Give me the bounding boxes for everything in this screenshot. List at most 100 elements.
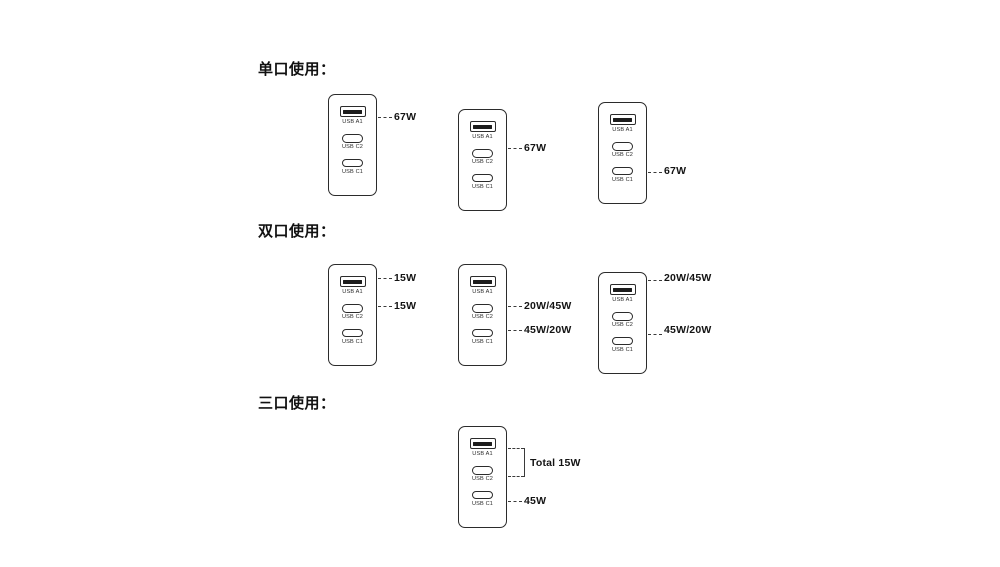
leader-line-dual-c2b: [508, 306, 522, 307]
bracket-arm-bottom: [508, 476, 524, 477]
port-label-c1: USB C1: [611, 176, 634, 183]
port-stack: USB A1 USB C2 USB C1: [459, 110, 506, 210]
usb-a-bar: [343, 109, 362, 114]
port-group-usb-a1: USB A1: [469, 276, 496, 295]
leader-line-single-a1: [378, 117, 392, 118]
port-group-usb-c1: USB C1: [341, 328, 364, 346]
wattage-label-dual-c2: 15W: [394, 300, 417, 312]
leader-line-dual-c2: [378, 306, 392, 307]
usb-a-bar: [343, 279, 362, 284]
usb-c-port-icon: [341, 134, 363, 143]
leader-line-dual-c1c: [648, 334, 662, 335]
wattage-label-dual-c1c: 45W/20W: [664, 324, 712, 336]
port-group-usb-c1: USB C1: [471, 328, 494, 346]
wattage-label-single-a1: 67W: [394, 111, 417, 123]
usb-a-bar: [473, 441, 492, 446]
bracket-arm-top: [508, 448, 524, 449]
port-stack: USB A1 USB C2 USB C1: [329, 265, 376, 365]
charger-device-single-c2: USB A1 USB C2 USB C1: [458, 109, 507, 211]
port-label-a1: USB A1: [612, 126, 633, 133]
port-group-usb-c1: USB C1: [341, 158, 364, 176]
usb-c-port-icon: [471, 149, 493, 158]
port-label-a1: USB A1: [472, 288, 493, 295]
usb-a-port-icon: [469, 121, 496, 132]
port-label-c2: USB C2: [341, 144, 364, 151]
port-stack: USB A1 USB C2 USB C1: [329, 95, 376, 195]
port-stack: USB A1 USB C2 USB C1: [459, 427, 506, 527]
port-group-usb-a1: USB A1: [609, 284, 636, 303]
port-label-c1: USB C1: [471, 338, 494, 345]
port-label-c2: USB C2: [611, 322, 634, 329]
port-group-usb-c1: USB C1: [611, 336, 634, 354]
wattage-label-dual-a1c: 20W/45W: [664, 272, 712, 284]
port-group-usb-a1: USB A1: [339, 276, 366, 295]
port-label-c1: USB C1: [341, 168, 364, 175]
charger-device-single-a1: USB A1 USB C2 USB C1: [328, 94, 377, 196]
usb-a-port-icon: [469, 276, 496, 287]
usb-c-port-icon: [611, 166, 633, 176]
port-label-a1: USB A1: [342, 118, 363, 125]
port-label-c2: USB C2: [611, 152, 634, 159]
port-label-c1: USB C1: [471, 500, 494, 507]
charger-device-single-c1: USB A1 USB C2 USB C1: [598, 102, 647, 204]
usb-c-port-icon: [611, 142, 633, 151]
usb-c-port-icon: [471, 328, 493, 338]
port-label-a1: USB A1: [342, 288, 363, 295]
port-group-usb-a1: USB A1: [339, 106, 366, 125]
leader-line-single-c2: [508, 148, 522, 149]
usb-a-port-icon: [609, 284, 636, 295]
usb-a-bar: [473, 279, 492, 284]
leader-line-triple-c1: [508, 501, 522, 502]
usb-c-port-icon: [611, 312, 633, 321]
leader-line-single-c1: [648, 172, 662, 173]
port-label-c2: USB C2: [471, 159, 494, 166]
port-group-usb-c2: USB C2: [472, 304, 493, 321]
port-group-usb-c1: USB C1: [471, 173, 494, 191]
usb-c-port-icon: [341, 328, 363, 338]
usb-a-bar: [613, 287, 632, 292]
port-label-c2: USB C2: [471, 476, 494, 483]
usb-c-port-icon: [471, 173, 493, 183]
charger-device-triple-all: USB A1 USB C2 USB C1: [458, 426, 507, 528]
wattage-label-single-c1: 67W: [664, 165, 687, 177]
usb-c-port-icon: [471, 304, 493, 313]
usb-a-port-icon: [609, 114, 636, 125]
usb-c-port-icon: [341, 158, 363, 168]
port-label-a1: USB A1: [472, 450, 493, 457]
group-bracket-total: [508, 448, 525, 477]
charger-device-dual-a1-c2: USB A1 USB C2 USB C1: [328, 264, 377, 366]
port-group-usb-c1: USB C1: [611, 166, 634, 184]
wattage-label-triple-c1: 45W: [524, 495, 547, 507]
charger-device-dual-c2-c1: USB A1 USB C2 USB C1: [458, 264, 507, 366]
usb-a-port-icon: [339, 106, 366, 117]
port-group-usb-c2: USB C2: [612, 312, 633, 329]
port-group-usb-c2: USB C2: [472, 149, 493, 166]
section-title-dual-port: 双口使用：: [258, 223, 336, 240]
section-title-single-port: 单口使用：: [258, 61, 336, 78]
charger-device-dual-a1-c1: USB A1 USB C2 USB C1: [598, 272, 647, 374]
wattage-label-dual-a1: 15W: [394, 272, 417, 284]
usb-a-port-icon: [339, 276, 366, 287]
leader-line-dual-c1b: [508, 330, 522, 331]
leader-line-dual-a1c: [648, 280, 662, 281]
port-label-c1: USB C1: [611, 346, 634, 353]
port-group-usb-a1: USB A1: [609, 114, 636, 133]
port-stack: USB A1 USB C2 USB C1: [599, 103, 646, 203]
port-group-usb-c2: USB C2: [342, 134, 363, 151]
port-group-usb-a1: USB A1: [469, 438, 496, 457]
port-stack: USB A1 USB C2 USB C1: [459, 265, 506, 365]
wattage-label-dual-c2b: 20W/45W: [524, 300, 572, 312]
usb-a-bar: [613, 117, 632, 122]
port-group-usb-c2: USB C2: [612, 142, 633, 159]
port-group-usb-c2: USB C2: [342, 304, 363, 321]
port-label-c2: USB C2: [341, 314, 364, 321]
port-label-c1: USB C1: [341, 338, 364, 345]
usb-c-port-icon: [341, 304, 363, 313]
usb-a-port-icon: [469, 438, 496, 449]
port-label-a1: USB A1: [612, 296, 633, 303]
port-label-a1: USB A1: [472, 133, 493, 140]
wattage-label-dual-c1b: 45W/20W: [524, 324, 572, 336]
port-group-usb-a1: USB A1: [469, 121, 496, 140]
port-label-c1: USB C1: [471, 183, 494, 190]
usb-c-port-icon: [471, 490, 493, 500]
